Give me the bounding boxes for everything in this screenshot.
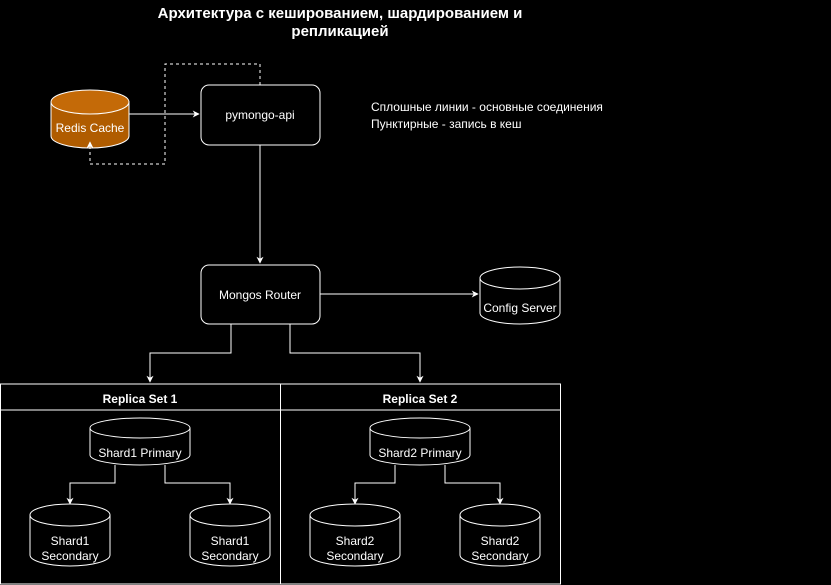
cache-write-dashed-arrow xyxy=(86,63,261,165)
shard2-primary-label: Shard2 Primary xyxy=(378,446,461,460)
shard1-secondary-b-label-line1: Shard1 xyxy=(211,534,250,548)
shard2-secondary-b-label-line2: Secondary xyxy=(471,549,528,563)
pymongo-api-node[interactable]: pymongo-api xyxy=(200,84,321,146)
shard2-primary-to-secondary-b-arrow xyxy=(444,465,504,505)
legend-dashed-text: Пунктирные - запись в кеш xyxy=(371,117,521,131)
shard2-secondary-b-label-line1: Shard2 xyxy=(481,534,520,548)
replica-set-1-title: Replica Set 1 xyxy=(103,392,178,406)
pymongo-api-label: pymongo-api xyxy=(225,108,294,122)
router-to-rs2-arrow xyxy=(289,324,424,383)
shard2-secondary-a-node[interactable]: Shard2 Secondary xyxy=(309,503,401,567)
shard2-primary-to-secondary-a-arrow xyxy=(351,465,396,505)
replica-set-2-title: Replica Set 2 xyxy=(383,392,458,406)
shard1-primary-node[interactable]: Shard1 Primary xyxy=(89,417,191,466)
shard1-primary-to-secondary-b-arrow xyxy=(164,465,234,505)
shard2-secondary-a-label-line1: Shard2 xyxy=(336,534,375,548)
shard2-secondary-b-node[interactable]: Shard2 Secondary xyxy=(459,503,541,567)
mongos-router-label: Mongos Router xyxy=(219,288,301,302)
shard1-primary-label: Shard1 Primary xyxy=(98,446,181,460)
diagram-title-line1: Архитектура с кешированием, шардирование… xyxy=(158,5,523,22)
router-to-rs1-arrow xyxy=(146,324,232,383)
shard1-secondary-a-node[interactable]: Shard1 Secondary xyxy=(29,503,111,567)
shard1-secondary-b-node[interactable]: Shard1 Secondary xyxy=(189,503,271,567)
config-server-label: Config Server xyxy=(483,301,556,315)
redis-cache-label: Redis Cache xyxy=(56,121,125,135)
shard1-primary-to-secondary-a-arrow xyxy=(66,465,116,505)
diagram-title-line2: репликацией xyxy=(291,23,388,40)
mongos-router-node[interactable]: Mongos Router xyxy=(200,264,321,325)
shard2-secondary-a-label-line2: Secondary xyxy=(326,549,383,563)
redis-cache-node[interactable]: Redis Cache xyxy=(50,89,130,149)
legend-solid-text: Сплошные линии - основные соединения xyxy=(371,100,603,114)
shard1-secondary-b-label-line2: Secondary xyxy=(201,549,258,563)
config-server-node[interactable]: Config Server xyxy=(479,266,561,325)
shard1-secondary-a-label-line1: Shard1 xyxy=(51,534,90,548)
shard2-primary-node[interactable]: Shard2 Primary xyxy=(369,417,471,466)
shard1-secondary-a-label-line2: Secondary xyxy=(41,549,98,563)
